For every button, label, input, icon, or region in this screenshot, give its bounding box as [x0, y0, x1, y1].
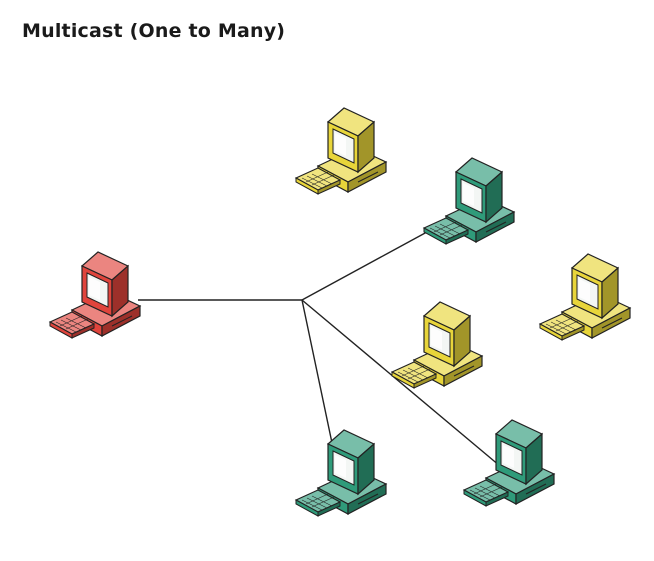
receiver-computer-icon: [463, 419, 555, 507]
link-hub-to-receiver-1: [301, 225, 439, 301]
non-member-computer-icon: [295, 107, 387, 195]
non-member-computer-icon: [391, 301, 483, 389]
diagram-title: Multicast (One to Many): [22, 20, 286, 42]
receiver-computer-icon: [295, 429, 387, 517]
link-hub-to-receiver-2: [301, 299, 337, 463]
non-member-computer-icon: [539, 253, 631, 341]
link-hub-to-receiver-3: [301, 299, 501, 467]
receiver-computer-icon: [423, 157, 515, 245]
links-layer: [138, 225, 501, 467]
sender-computer-icon: [49, 251, 141, 339]
nodes-layer: [49, 107, 631, 517]
